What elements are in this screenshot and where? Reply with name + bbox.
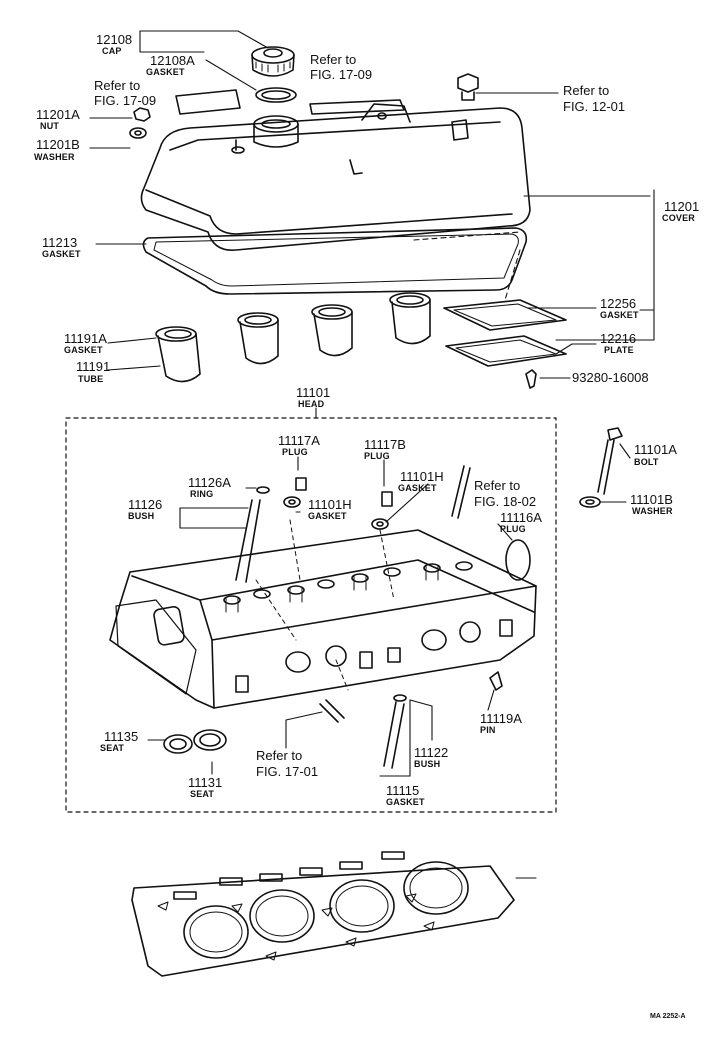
head-enclosure (65, 417, 557, 813)
label-plate-num: 12216 (600, 331, 637, 346)
label-pin-num: 11119A (480, 711, 522, 726)
label-gasket-h2-num: 11101H (400, 469, 444, 484)
label-plug-a-num: 11117A (278, 433, 320, 448)
label-plate-gasket-num: 12256 (600, 296, 637, 311)
label-ring-a-desc: RING (190, 489, 214, 499)
label-bush-b-num: 11115 (386, 783, 420, 798)
label-cover-gasket-desc: GASKET (42, 249, 81, 259)
head-drawing (109, 529, 537, 709)
gasket-plate-right (309, 99, 405, 115)
ref-1709b-line1: Refer to (310, 52, 357, 67)
label-washer-num: 11201B (36, 137, 80, 152)
label-head-desc: HEAD (298, 399, 325, 409)
label-seat-a-desc: SEAT (100, 743, 125, 753)
ref-1802-line1: Refer to (474, 478, 521, 493)
label-cover-desc: COVER (662, 213, 696, 223)
label-plug-b-num: 11117B (364, 437, 406, 452)
label-washer-desc: WASHER (34, 152, 75, 162)
label-plate-gasket-desc: GASKET (600, 310, 639, 320)
label-ring-a-num: 11126A (188, 475, 231, 490)
label-cap-gasket-num: 12108A (150, 53, 195, 68)
label-bush-a-desc: BUSH (128, 511, 155, 521)
label-head-washer-num: 11101B (630, 492, 673, 507)
head-parts (163, 427, 623, 769)
label-nut-desc: NUT (40, 121, 60, 131)
ref-1201-line1: Refer to (563, 83, 610, 98)
label-cap-num: 12108 (96, 32, 133, 47)
label-tube-gasket-desc: GASKET (64, 345, 103, 355)
label-head-bolt-num: 11101A (634, 442, 677, 457)
label-bolt-93280-num: 93280-16008 (572, 370, 649, 385)
cover-drawing (140, 103, 531, 251)
gasket-plate-left (175, 89, 241, 115)
label-tube-num: 11191 (76, 359, 111, 374)
ref-1709a-line1: Refer to (94, 78, 141, 93)
label-gasket-h1-desc: GASKET (308, 511, 347, 521)
label-cap-gasket-desc: GASKET (146, 67, 185, 77)
ref-1701-line2: FIG. 17-01 (256, 764, 319, 779)
label-plate-desc: PLATE (604, 345, 634, 355)
label-bush-b-desc: GASKET (386, 797, 425, 807)
head-gasket-drawing (131, 851, 515, 977)
plate-drawings (443, 299, 567, 389)
tube-drawings (155, 292, 431, 383)
cover-gasket-drawing (142, 227, 528, 295)
label-bush-a-num: 11126 (128, 497, 163, 512)
leader-lines (89, 30, 655, 879)
label-plug-a-desc: PLUG (282, 447, 308, 457)
label-cover-num: 11201 (664, 199, 700, 214)
label-gasket-h2-desc: GASKET (398, 483, 437, 493)
label-ring-b-desc: BUSH (414, 759, 441, 769)
ref-1709a-line2: FIG. 17-09 (94, 93, 157, 108)
label-cover-gasket-num: 11213 (42, 235, 78, 250)
label-gasket-h1-num: 11101H (308, 497, 352, 512)
label-seat-a-num: 11135 (104, 729, 139, 744)
label-head-num: 11101 (296, 385, 331, 400)
label-plug-b-desc: PLUG (364, 451, 390, 461)
label-tube-gasket-num: 11191A (64, 331, 107, 346)
label-ring-b-num: 11122 (414, 745, 449, 760)
cap-drawing (251, 46, 295, 77)
label-head-washer-desc: WASHER (632, 506, 673, 516)
ref-1709b-line2: FIG. 17-09 (310, 67, 373, 82)
label-pin-desc: PIN (480, 725, 496, 735)
label-plug-c-num: 11116A (500, 510, 542, 525)
label-seat-b-num: 11131 (188, 775, 223, 790)
label-nut-num: 11201A (36, 107, 80, 122)
cap-gasket-drawing (255, 87, 297, 103)
label-plug-c-desc: PLUG (500, 524, 526, 534)
ref-1201-line2: FIG. 12-01 (563, 99, 626, 114)
catalog-code: MA 2252-A (650, 1013, 686, 1020)
label-head-bolt-desc: BOLT (634, 457, 659, 467)
ref-1701-line1: Refer to (256, 748, 303, 763)
ref-1802-line2: FIG. 18-02 (474, 494, 537, 509)
label-tube-desc: TUBE (78, 374, 104, 384)
label-cap-desc: CAP (102, 46, 122, 56)
label-seat-b-desc: SEAT (190, 789, 215, 799)
